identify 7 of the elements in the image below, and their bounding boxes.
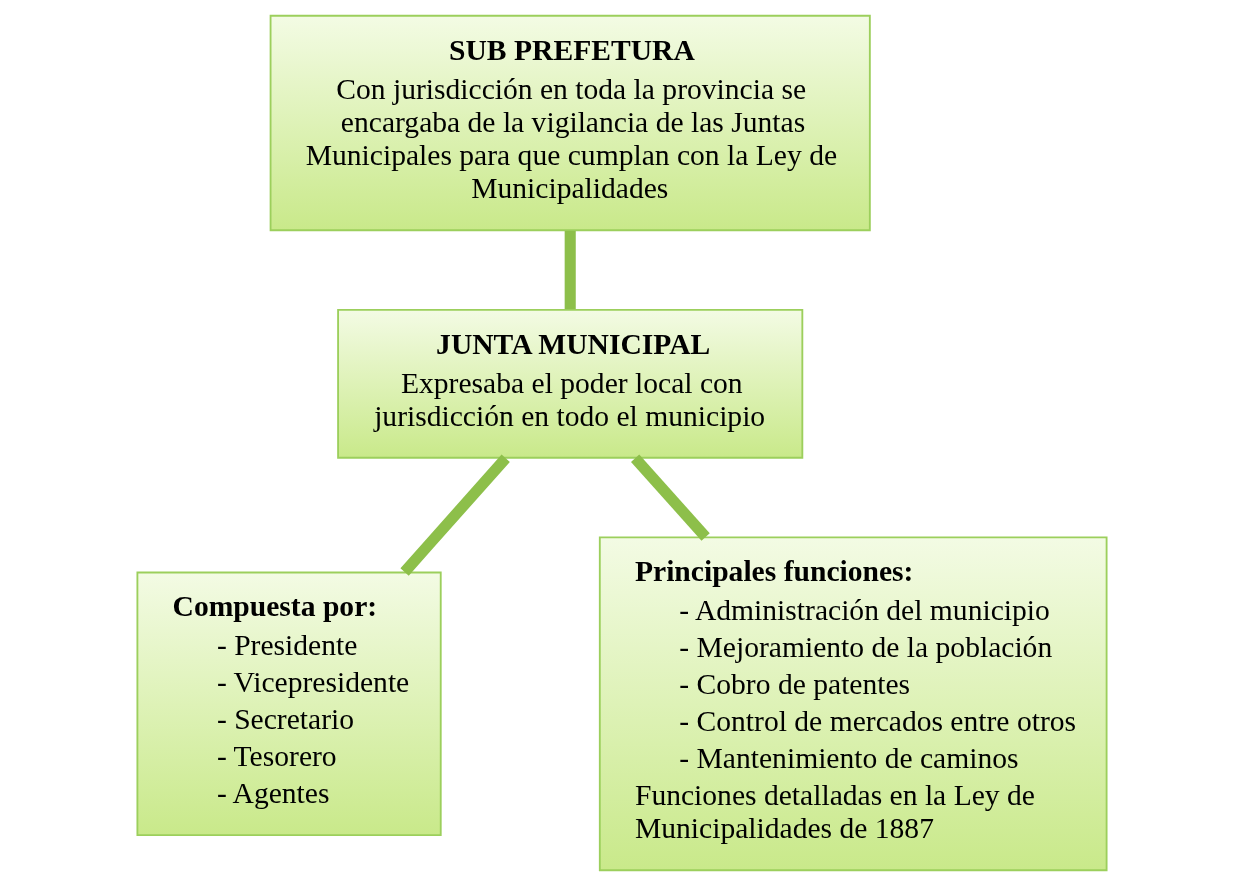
node-box: JUNTA MUNICIPAL Expresaba el poder local con jurisdicción en todo el municipio: [337, 308, 804, 459]
node-box: Principales funciones: - Administración del municipio - Mejoramiento de la población - Cobro de patentes - Control de mercados entre otros - Mantenimiento de caminos Funciones detalladas en la Ley de Municipalidades de 1887: [598, 536, 1108, 872]
node-box: Compuesta por: - Presidente - Vicepresidente - Secretario - Tesorero - Agentes: [136, 571, 442, 837]
connector: [631, 454, 710, 541]
node-box: SUB PREFETURA Con jurisdicción en toda la provincia se encargaba de la vigilancia de las Juntas Municipales para que cumplan con la Ley de Municipalidades: [269, 14, 871, 232]
connector: [564, 230, 576, 310]
connector: [400, 454, 510, 576]
